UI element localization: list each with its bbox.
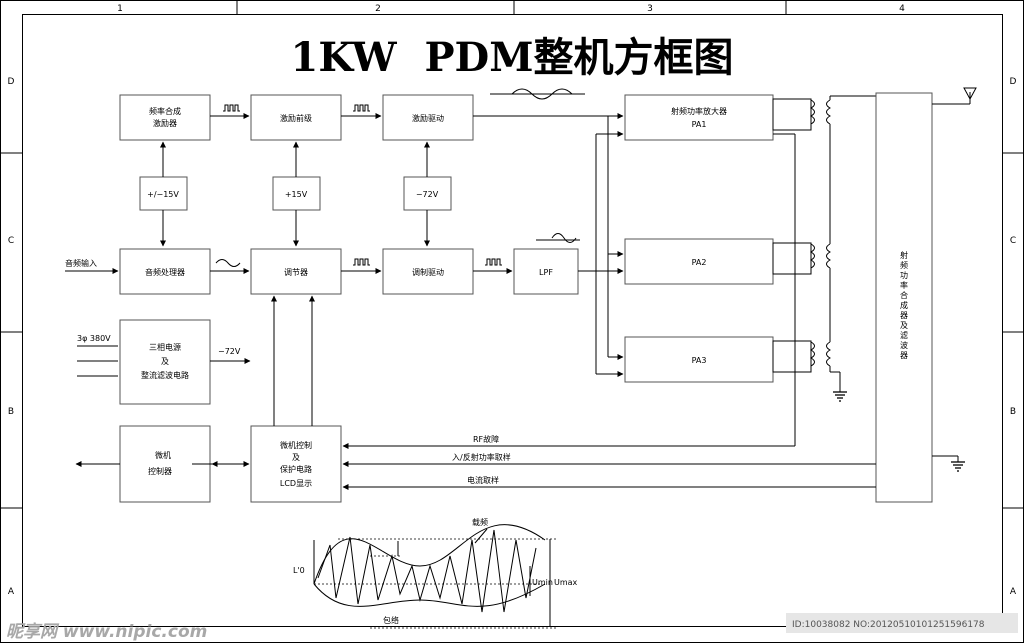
ground-icon <box>833 391 847 402</box>
svg-text:功: 功 <box>900 270 908 280</box>
svg-text:频: 频 <box>900 260 908 270</box>
mcu-control-label-3: 保护电路 <box>280 464 312 474</box>
row-label-a-right: A <box>1010 587 1017 597</box>
pulse-wave-icon <box>353 104 370 112</box>
l0-label: L'0 <box>293 566 305 575</box>
svg-text:率: 率 <box>900 280 908 290</box>
sine-wave-icon <box>511 88 573 100</box>
lpf-wave-icon <box>551 233 577 243</box>
pdm-waveform <box>313 524 556 629</box>
mod-drive-label: 调制驱动 <box>412 267 444 277</box>
power-sample-label: 入/反射功率取样 <box>452 452 511 462</box>
row-label-c-right: C <box>1010 236 1016 246</box>
row-label-d-right: D <box>1010 77 1017 87</box>
svg-text:波: 波 <box>900 340 908 350</box>
col-label-3: 3 <box>647 4 653 14</box>
excite-pre-box <box>250 94 342 141</box>
umin-label: Umin <box>532 578 553 587</box>
supply-m72-label: −72V <box>416 190 439 199</box>
svg-text:及: 及 <box>900 321 908 330</box>
transformer-pa3-icon <box>772 340 832 373</box>
pa3-box <box>624 336 774 383</box>
power-supply-box <box>119 319 211 405</box>
mcu-control-label-4: LCD显示 <box>280 479 312 488</box>
row-label-b-right: B <box>1010 407 1016 417</box>
audio-input-label: 音频输入 <box>65 258 97 268</box>
freq-synth-label-1: 频率合成 <box>149 106 181 116</box>
transformer-pa1-icon <box>772 98 832 131</box>
current-sample-label: 电流取样 <box>467 475 499 485</box>
mod-drive-box <box>382 248 474 295</box>
excite-drive-box <box>382 94 474 141</box>
lpf-label: LPF <box>539 268 553 277</box>
mcu-control-label-2: 及 <box>292 453 300 462</box>
supply-m72-box <box>403 176 452 211</box>
svg-text:成: 成 <box>900 300 908 310</box>
svg-text:合: 合 <box>900 290 908 300</box>
excite-pre-label: 激励前级 <box>280 113 312 123</box>
mcu-label-1: 微机 <box>155 450 171 460</box>
pa1-label-2: PA1 <box>692 120 707 129</box>
ground-icon <box>951 461 965 472</box>
transformer-pa2-icon <box>772 242 832 275</box>
watermark-id: ID:10038082 NO:20120510101251596178 <box>792 620 985 630</box>
row-label-d: D <box>8 77 15 87</box>
combiner-label: 射 频 功 率 合 成 器 及 滤 波 器 <box>900 250 908 360</box>
freq-synth-label-2: 激励器 <box>153 118 177 128</box>
freq-synth-box <box>119 94 211 141</box>
carrier-label: 载频 <box>472 517 488 527</box>
pulse-wave-icon <box>353 258 370 266</box>
pulse-wave-icon <box>223 104 240 112</box>
svg-text:器: 器 <box>900 311 908 320</box>
psu-output-label: −72V <box>218 347 241 356</box>
pa2-label: PA2 <box>692 258 707 267</box>
rf-fault-label: RF故障 <box>473 434 499 444</box>
supply-pm15-label: +/−15V <box>147 190 179 199</box>
svg-text:滤: 滤 <box>900 330 908 340</box>
mcu-control-box <box>250 425 342 503</box>
envelope-label: 包络 <box>383 615 399 625</box>
row-label-b: B <box>8 407 14 417</box>
col-label-4: 4 <box>899 4 905 14</box>
regulator-box <box>250 248 342 295</box>
power-supply-label-1: 三相电源 <box>149 342 181 352</box>
audio-wave-icon <box>215 259 241 267</box>
watermark-logo: 昵享网 www.nipic.com <box>6 622 207 642</box>
col-label-1: 1 <box>117 4 123 14</box>
pa1-box <box>624 94 774 141</box>
excite-drive-label: 激励驱动 <box>412 113 444 123</box>
lpf-box <box>513 248 579 295</box>
umax-label: Umax <box>554 578 578 587</box>
col-label-2: 2 <box>375 4 381 14</box>
three-phase-label: 3φ 380V <box>77 334 111 343</box>
pulse-wave-icon <box>485 258 502 266</box>
watermark-id-bg <box>786 613 1018 633</box>
supply-p15-label: +15V <box>285 190 308 199</box>
pa2-box <box>624 238 774 285</box>
diagram-title: 1KW PDM整机方框图 <box>291 34 734 81</box>
svg-text:器: 器 <box>900 351 908 360</box>
mcu-label-2: 控制器 <box>148 466 172 476</box>
audio-proc-label: 音频处理器 <box>145 267 185 277</box>
antenna-icon <box>963 87 977 101</box>
power-supply-label-3: 整流滤波电路 <box>141 370 189 380</box>
regulator-label: 调节器 <box>284 268 308 277</box>
pa1-label-1: 射频功率放大器 <box>671 106 727 116</box>
svg-text:射: 射 <box>900 250 908 260</box>
row-label-a: A <box>8 587 15 597</box>
combiner-box <box>875 92 933 503</box>
audio-proc-box <box>119 248 211 295</box>
row-label-c: C <box>8 236 14 246</box>
pa3-label: PA3 <box>692 356 707 365</box>
mcu-control-label-1: 微机控制 <box>280 440 312 450</box>
power-supply-label-2: 及 <box>161 357 169 366</box>
